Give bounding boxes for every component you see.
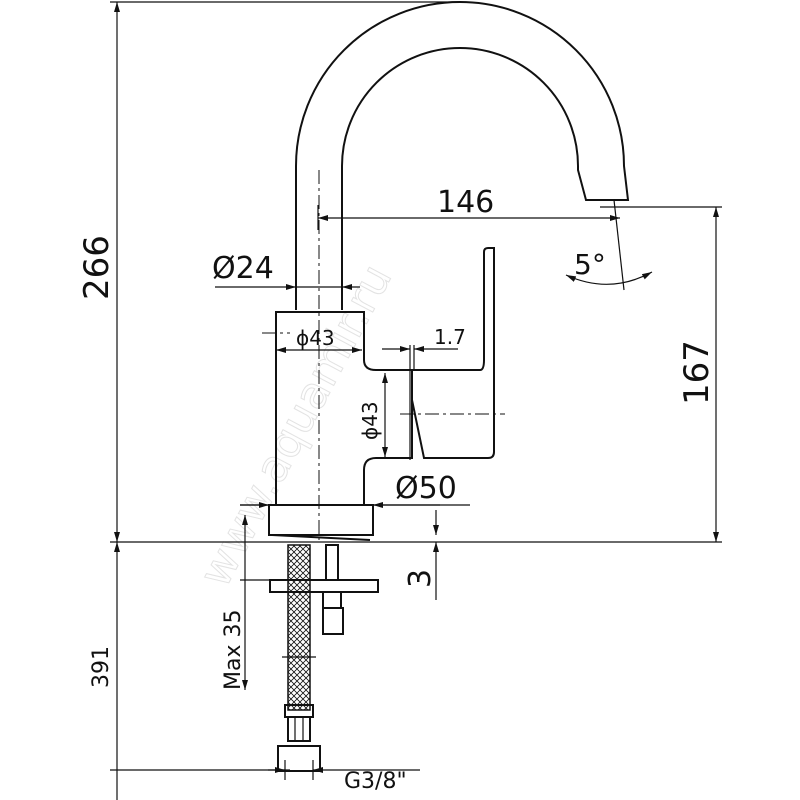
dim-connection-thread: G3/8" (344, 769, 407, 794)
dim-spout-reach: 146 (437, 185, 494, 220)
dim-hose-length: 391 (89, 646, 114, 688)
dim-outlet-height: 167 (677, 340, 717, 405)
dim-max-counter-thickness: Max 35 (221, 610, 246, 690)
dim-body-diameter-top: ϕ43 (296, 326, 335, 350)
dim-spout-tube-diameter: Ø24 (212, 251, 274, 286)
dim-spout-angle: 5° (574, 248, 606, 281)
faucet-body (268, 247, 505, 541)
dim-total-height: 266 (77, 235, 117, 300)
dimension-lines (114, 2, 719, 800)
spout (295, 1, 630, 540)
dim-base-thickness: 3 (403, 569, 438, 588)
dim-body-diameter-side: ϕ43 (358, 401, 382, 440)
dim-handle-gap: 1.7 (434, 325, 466, 349)
extension-lines (110, 1, 722, 771)
mounting-hardware (269, 544, 379, 772)
dim-base-diameter: Ø50 (395, 471, 457, 506)
